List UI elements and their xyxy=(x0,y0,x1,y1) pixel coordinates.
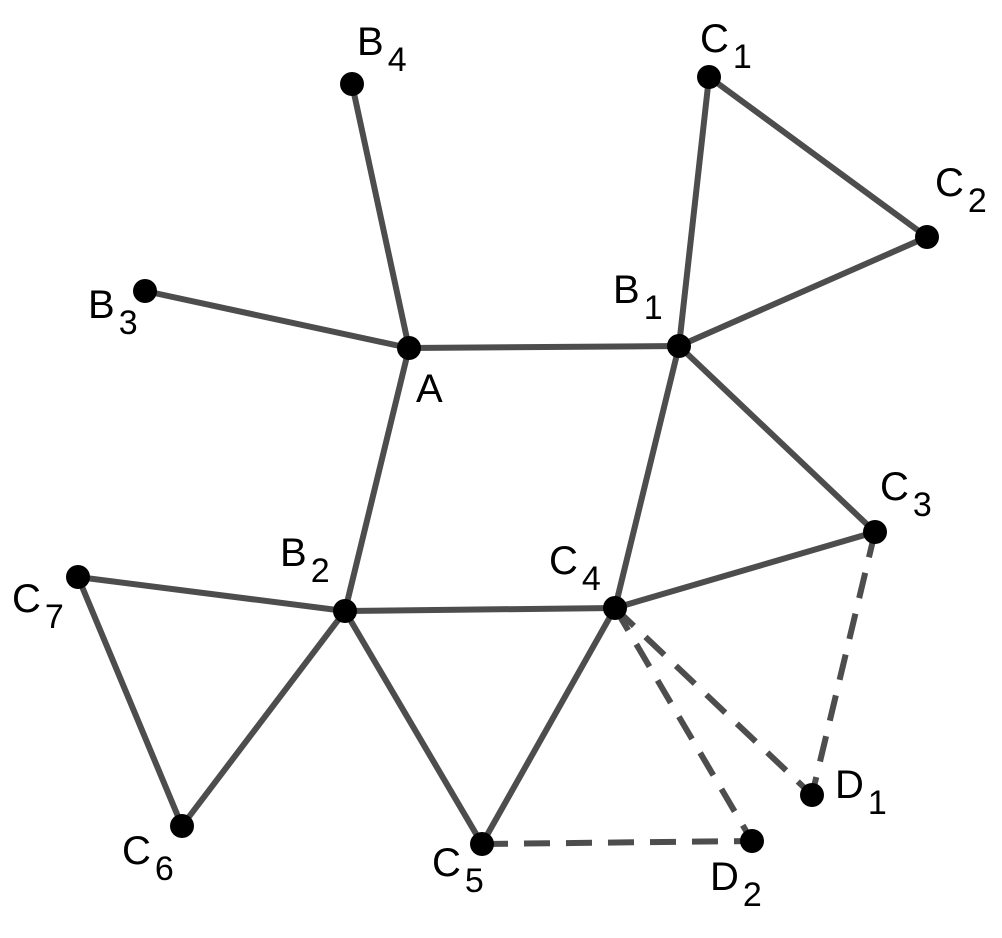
node-label-A: A xyxy=(416,367,443,411)
edge-B1-C4 xyxy=(612,343,682,611)
edge-B1-C2 xyxy=(676,234,930,349)
edge-B2-C5 xyxy=(342,608,485,847)
node-label-index: 7 xyxy=(45,598,64,636)
edge-C4-C5 xyxy=(479,605,618,847)
node-A xyxy=(397,336,421,360)
edge-B1-C1 xyxy=(676,74,712,349)
node-C7 xyxy=(66,565,90,589)
node-label-letter: D xyxy=(835,763,864,807)
node-label-index: 2 xyxy=(311,552,330,590)
node-label-letter: C xyxy=(549,539,578,583)
node-label-index: 1 xyxy=(733,38,752,76)
node-B4 xyxy=(340,72,364,96)
node-label-letter: C xyxy=(700,17,729,61)
edge-C4-D1 xyxy=(612,605,815,798)
edge-B1-C3 xyxy=(676,343,878,535)
edge-C1-C2 xyxy=(706,74,930,240)
node-C1 xyxy=(697,65,721,89)
node-B2 xyxy=(333,599,357,623)
node-C4 xyxy=(603,596,627,620)
node-label-letter: C xyxy=(432,841,461,885)
node-label-letter: C xyxy=(122,829,151,873)
node-label-letter: C xyxy=(935,161,964,205)
edge-A-B1 xyxy=(406,343,682,351)
node-C3 xyxy=(863,520,887,544)
node-C6 xyxy=(170,814,194,838)
node-D1 xyxy=(800,783,824,807)
node-label-index: 1 xyxy=(868,784,887,822)
edge-A-B2 xyxy=(342,345,412,614)
node-label-index: 2 xyxy=(743,876,762,914)
node-label-index: 6 xyxy=(155,850,174,888)
edge-B2-C7 xyxy=(75,574,348,614)
node-label-letter: B xyxy=(357,20,384,64)
node-C2 xyxy=(915,225,939,249)
node-label-letter: D xyxy=(710,855,739,899)
node-label-letter: C xyxy=(12,577,41,621)
edge-C5-D2 xyxy=(481,838,753,847)
node-label-letter: C xyxy=(880,465,909,509)
edge-B2-C6 xyxy=(179,608,348,829)
nodes-layer xyxy=(66,65,939,856)
node-label-letter: B xyxy=(613,268,640,312)
node-label-index: 2 xyxy=(968,182,987,220)
edge-A-B3 xyxy=(142,288,412,351)
node-label-letter: B xyxy=(280,531,307,575)
edge-B2-C4 xyxy=(342,605,618,614)
edge-C6-C7 xyxy=(75,574,185,829)
edge-C4-D2 xyxy=(612,606,755,843)
node-label-letter: A xyxy=(416,367,443,411)
edge-C3-C4 xyxy=(612,529,878,611)
node-label-index: 4 xyxy=(582,560,601,598)
node-B1 xyxy=(667,334,691,358)
node-label-letter: B xyxy=(88,283,115,327)
node-C5 xyxy=(470,832,494,856)
node-label-index: 4 xyxy=(388,41,407,79)
edge-A-B4 xyxy=(349,81,412,351)
node-label-index: 1 xyxy=(644,289,663,327)
node-label-index: 3 xyxy=(119,304,138,342)
edge-C3-D1 xyxy=(809,531,878,796)
edges-layer xyxy=(75,74,930,847)
node-label-index: 5 xyxy=(465,862,484,900)
node-D2 xyxy=(740,829,764,853)
node-B3 xyxy=(133,279,157,303)
node-label-index: 3 xyxy=(913,486,932,524)
